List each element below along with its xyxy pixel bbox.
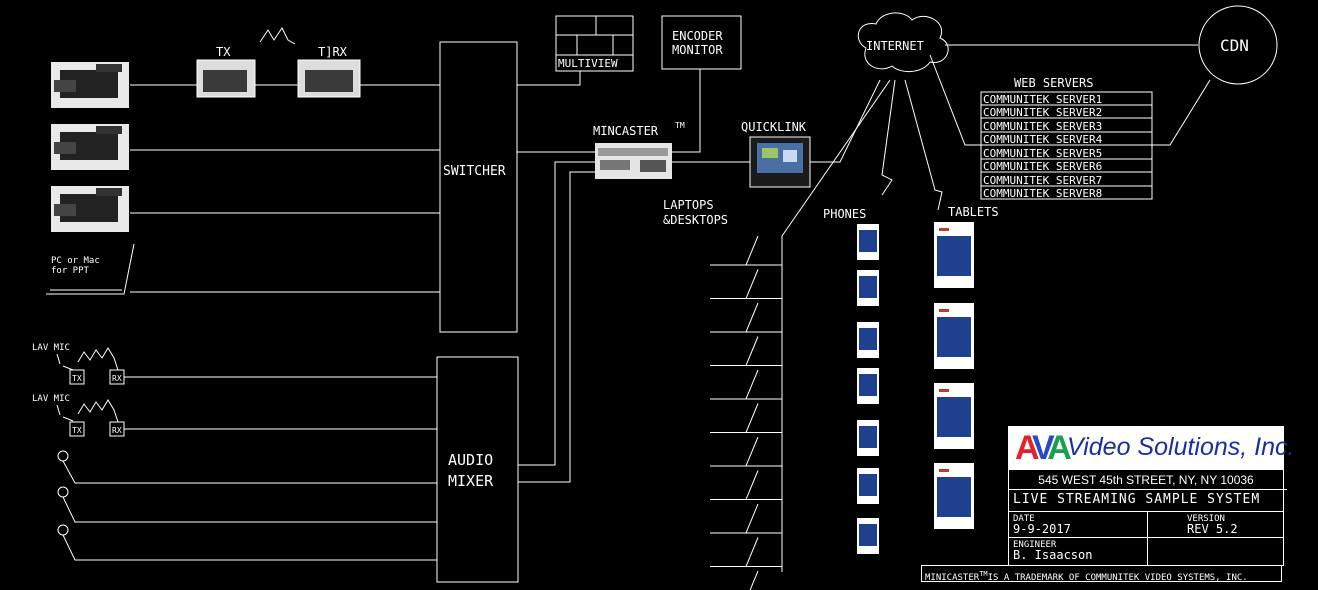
tablet-icon: [934, 303, 974, 369]
mic-1-rx-label: RX: [112, 374, 122, 383]
trademark-notice: MINICASTERTMIS A TRADEMARK OF COMMUNITEK…: [921, 565, 1282, 583]
tablet-icon: [934, 463, 974, 529]
lav-mic-2-label: LAV MIC: [32, 394, 70, 404]
phone-icon: [857, 322, 879, 358]
blank-cell: [1147, 537, 1283, 566]
date-value: 9-9-2017: [1013, 522, 1071, 536]
laptop-icon: [710, 537, 782, 567]
engineer-label: ENGINEER: [1013, 540, 1057, 550]
phone-icon: [857, 270, 879, 306]
engineer-value: B. Isaacson: [1013, 548, 1093, 562]
wireless-receiver: [297, 59, 361, 98]
phone-icon: [857, 368, 879, 404]
quicklink-label: QUICKLINK: [741, 120, 807, 134]
version-label: VERSION: [1187, 514, 1225, 524]
laptop-icon: [710, 369, 782, 400]
server-7: COMMUNITEK SERVER7: [983, 174, 1102, 187]
company-address: 545 WEST 45th STREET, NY, NY 10036: [1009, 469, 1283, 490]
phone-icon: [857, 518, 879, 554]
trx-label: T]RX: [318, 45, 348, 59]
mic-2-tx-label: TX: [72, 426, 82, 435]
wireless-transmitter: [196, 59, 256, 98]
logo-mark: AVA: [1015, 429, 1072, 467]
phones-label: PHONES: [823, 207, 866, 221]
ppt-label: for PPT: [51, 266, 90, 276]
laptop-icon: [710, 503, 782, 534]
pc-mac-label: PC or Mac: [51, 256, 100, 266]
laptop-icon: [710, 336, 782, 366]
encoder-label: ENCODER: [672, 29, 723, 43]
internet-label: INTERNET: [866, 39, 924, 53]
trademark-text: IS A TRADEMARK OF COMMUNITEK VIDEO SYSTE…: [987, 573, 1248, 583]
laptop-icon: [710, 269, 782, 299]
audio-label: AUDIO: [448, 451, 493, 469]
system-title: LIVE STREAMING SAMPLE SYSTEM: [1009, 489, 1287, 510]
mixer-label: MIXER: [448, 472, 494, 490]
cdn-label: CDN: [1220, 36, 1249, 55]
title-block: AVA Video Solutions, Inc. 545 WEST 45th …: [1008, 426, 1294, 566]
tm-label: TM: [675, 121, 685, 130]
mincaster-label: MINCASTER: [593, 124, 659, 138]
monitor-label: MONITOR: [672, 43, 723, 57]
server-4: COMMUNITEK SERVER4: [983, 133, 1103, 146]
laptop-icon: [710, 302, 782, 333]
phone-icon: [857, 224, 879, 260]
company-logo: AVA Video Solutions, Inc.: [1009, 427, 1294, 469]
server-5: COMMUNITEK SERVER5: [983, 147, 1102, 160]
date-cell: DATE 9-9-2017: [1009, 511, 1148, 538]
tx-label: TX: [216, 45, 231, 59]
multiview-label: MULTIVIEW: [558, 57, 618, 70]
mic-1-tx-label: TX: [72, 374, 82, 383]
company-name: Video Solutions, Inc.: [1067, 433, 1295, 461]
web-servers-title: WEB SERVERS: [1014, 76, 1093, 90]
server-1: COMMUNITEK SERVER1: [983, 93, 1102, 106]
laptops-label: LAPTOPS: [663, 198, 714, 212]
camera-1: [51, 62, 129, 108]
tablets-label: TABLETS: [948, 205, 999, 219]
tablet-icon: [934, 222, 974, 288]
laptop-icon: [710, 470, 782, 500]
version-cell: VERSION REV 5.2: [1147, 511, 1283, 538]
date-label: DATE: [1013, 514, 1035, 524]
switcher-label: SWITCHER: [443, 164, 506, 179]
laptop-icon: [749, 570, 759, 590]
laptop-icon: [710, 235, 782, 266]
server-3: COMMUNITEK SERVER3: [983, 120, 1102, 133]
phone-icon: [857, 420, 879, 456]
engineer-cell: ENGINEER B. Isaacson: [1009, 537, 1148, 566]
quicklink-device: [749, 136, 811, 188]
camera-2: [51, 124, 129, 170]
trademark-tm: TM: [979, 570, 988, 578]
mincaster-device: [595, 143, 672, 179]
laptop-icon: [710, 403, 782, 433]
server-8: COMMUNITEK SERVER8: [983, 187, 1102, 200]
laptop-icon: [710, 436, 782, 467]
version-value: REV 5.2: [1187, 522, 1238, 536]
tablet-icon: [934, 383, 974, 449]
phone-icon: [857, 468, 879, 504]
desktops-label: &DESKTOPS: [663, 213, 728, 227]
mic-2-rx-label: RX: [112, 426, 122, 435]
server-2: COMMUNITEK SERVER2: [983, 106, 1102, 119]
lav-mic-1-label: LAV MIC: [32, 343, 70, 353]
server-6: COMMUNITEK SERVER6: [983, 160, 1102, 173]
trademark-brand: MINICASTER: [925, 573, 980, 583]
camera-3: [51, 186, 129, 232]
